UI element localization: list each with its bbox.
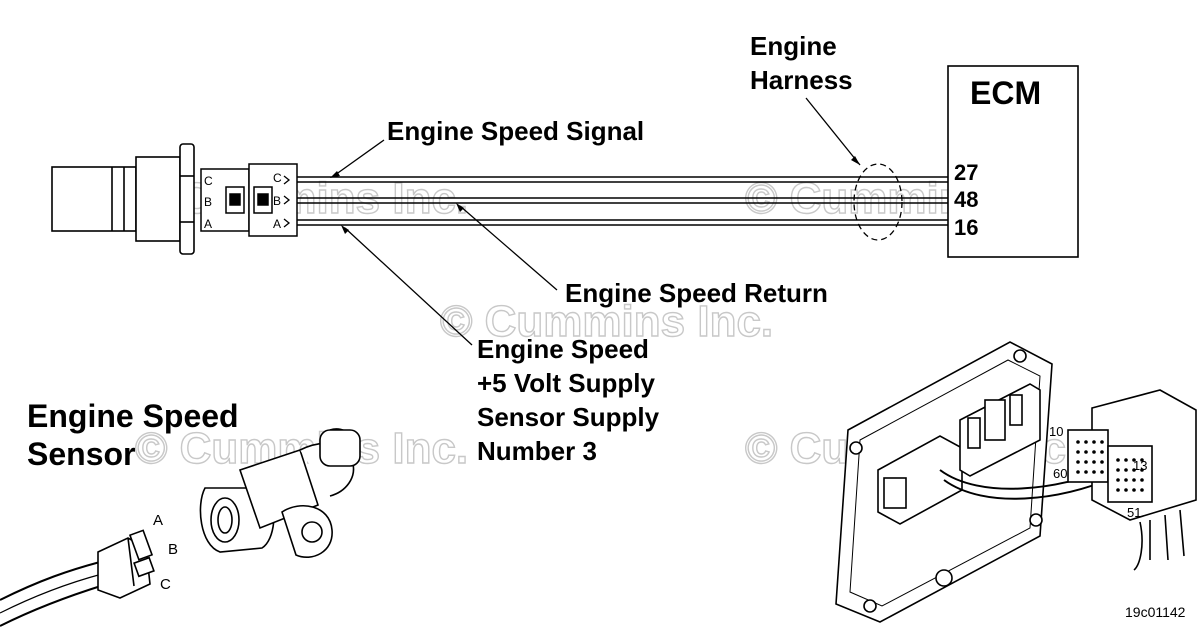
ecm-box — [947, 65, 1079, 258]
connector-pin-letters: C B A C B A — [204, 171, 282, 231]
ecm-pin-16: 16 — [954, 215, 978, 240]
engine-speed-signal-label: Engine Speed Signal — [387, 116, 644, 146]
supply-label-line4: Number 3 — [477, 436, 597, 466]
pin-letter-harness-a: A — [273, 217, 281, 231]
connector-pin-arrows-icon — [283, 175, 291, 228]
ecm-detail-pin-60: 60 — [1053, 466, 1067, 481]
pin-letter-harness-c: C — [273, 171, 282, 185]
ecm-detail-pin-10: 10 — [1049, 424, 1063, 439]
engine-harness-marker — [853, 163, 903, 241]
sensor-detail-pin-a: A — [153, 512, 163, 529]
pin-letter-sensor-a: A — [204, 217, 212, 231]
return-leader — [459, 205, 558, 291]
sensor-schematic-icon — [51, 143, 195, 255]
sensor-name-line2: Sensor — [27, 436, 135, 472]
engine-harness-leader — [805, 97, 861, 166]
sensor-detail-illustration — [0, 428, 361, 627]
sensor-detail-pin-b: B — [168, 541, 178, 558]
signal-leader — [334, 139, 385, 176]
wires — [297, 176, 948, 226]
supply-label-line1: Engine Speed — [477, 334, 649, 364]
engine-harness-arrow-icon — [851, 156, 860, 165]
engine-harness-label-line2: Harness — [750, 65, 853, 95]
sensor-detail-pin-c: C — [160, 576, 171, 593]
return-arrow-icon — [456, 203, 464, 212]
supply-arrow-icon — [341, 225, 349, 234]
pin-letter-sensor-c: C — [204, 174, 213, 188]
ecm-pin-27: 27 — [954, 160, 978, 185]
ecm-detail-pin-51: 51 — [1127, 505, 1141, 520]
connector-sensor-half — [200, 168, 250, 232]
ecm-detail-pin-13: 13 — [1133, 458, 1147, 473]
engine-harness-label-line1: Engine — [750, 31, 837, 61]
engine-speed-return-label: Engine Speed Return — [565, 278, 828, 308]
ecm-detail-illustration — [835, 341, 1197, 623]
supply-leader — [344, 227, 473, 346]
ecm-title: ECM — [970, 75, 1041, 111]
watermark-3: © Cummins Inc. — [440, 297, 773, 346]
supply-label-line3: Sensor Supply — [477, 402, 660, 432]
signal-arrow-icon — [330, 171, 340, 178]
supply-label-line2: +5 Volt Supply — [477, 368, 655, 398]
ecm-pin-48: 48 — [954, 187, 978, 212]
pin-letter-harness-b: B — [273, 194, 281, 208]
sensor-name-line1: Engine Speed — [27, 398, 239, 434]
pin-letter-sensor-b: B — [204, 195, 212, 209]
ecm-detail-pin-grid-icon — [1076, 440, 1144, 492]
figure-id: 19c01142 — [1125, 604, 1186, 620]
